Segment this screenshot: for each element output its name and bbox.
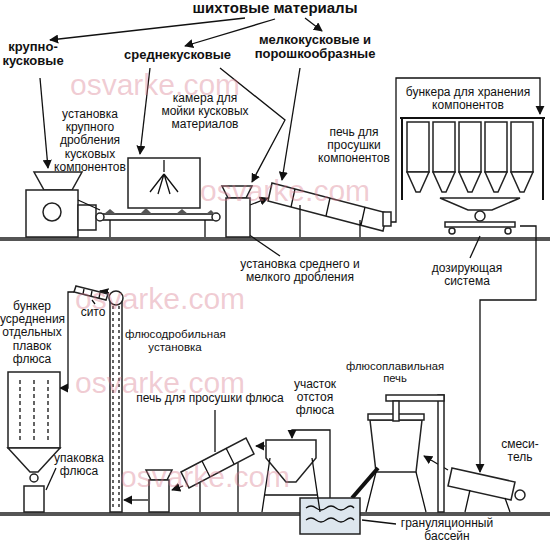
melting-furnace (352, 468, 378, 498)
storage-bunker (433, 172, 455, 192)
leader-line (470, 236, 480, 258)
elevator (113, 306, 119, 508)
material-category: мелкокусковые и порошкообразные (245, 33, 385, 62)
conveyor (206, 210, 215, 214)
dosing-system (449, 228, 455, 234)
flow-arrow (388, 78, 540, 222)
floor (360, 512, 550, 516)
coarse-crusher (43, 203, 61, 221)
material-category: среднекусковые (115, 48, 240, 62)
title: шихтовые материалы (0, 0, 550, 17)
averaging-bunker (24, 486, 44, 512)
floor (0, 237, 550, 516)
melting-furnace (386, 395, 444, 401)
leader-line (214, 410, 215, 452)
melting-furnace (352, 395, 444, 512)
dosing-system (440, 198, 520, 234)
washing-chamber (150, 160, 178, 194)
averaging-bunker (20, 380, 48, 440)
leader-line (46, 468, 56, 490)
coarse-crusher (26, 172, 100, 237)
callout-label: печь для просушки флюса (135, 392, 285, 405)
storage-bunker (400, 118, 545, 200)
conveyor (212, 213, 220, 221)
mixer (448, 468, 515, 500)
callout-label: грануляционный бассейн (392, 517, 502, 543)
storage-bunker (433, 122, 455, 172)
watermark: osvarke.com (120, 460, 290, 493)
flow-arrow (40, 78, 48, 168)
storage-bunker (485, 172, 507, 192)
conveyor (104, 209, 116, 214)
callout-label: флюсоплавильная печь (346, 360, 444, 385)
storage-bunker (407, 122, 429, 172)
coarse-crusher (78, 205, 96, 230)
conveyor (96, 213, 104, 221)
conveyor (98, 214, 218, 237)
washing-chamber (128, 158, 200, 214)
melting-furnace (366, 472, 426, 512)
leader-line (46, 232, 480, 524)
callout-label: смеси- тель (494, 438, 546, 464)
flow-arrow (305, 18, 322, 31)
callout-label: установка крупного дробления кусковых ко… (40, 108, 140, 174)
storage-bunker (485, 122, 507, 172)
granulation-pool (300, 498, 360, 534)
callout-label: камера для мойки кусковых материалов (160, 92, 250, 132)
drying-drum (383, 212, 391, 226)
averaging-bunker (8, 372, 60, 512)
storage-bunker (511, 172, 533, 192)
washing-chamber (176, 209, 188, 214)
callout-label: бункера для хранения компонентов (398, 86, 538, 112)
callout-label: флюсодробильная установка (125, 328, 225, 353)
storage-bunker (459, 172, 481, 192)
averaging-bunker (30, 474, 38, 482)
callout-label: сито (78, 306, 108, 319)
dosing-system (475, 211, 485, 221)
melting-furnace (370, 420, 422, 472)
washing-chamber (128, 158, 200, 208)
coarse-crusher (26, 190, 78, 237)
leader-line (362, 520, 396, 524)
conveyor (96, 209, 220, 237)
callout-label: дозирующая система (408, 262, 526, 288)
storage-bunker (407, 172, 429, 192)
storage-bunker (400, 118, 545, 200)
washing-chamber (140, 208, 152, 214)
watermark: osvarke.com (200, 174, 370, 207)
material-category: крупно- кусковые (0, 40, 66, 69)
granulation-pool (300, 498, 360, 534)
dosing-system (505, 228, 511, 234)
melting-furnace (393, 401, 399, 421)
callout-label: участок отстоя флюса (284, 378, 346, 418)
flow-arrow (60, 292, 74, 388)
callout-label: печь для просушки компонентов (318, 126, 390, 166)
flow-arrow (256, 445, 265, 446)
flow-arrow (124, 499, 148, 500)
floor (0, 237, 550, 241)
melting-furnace (438, 395, 444, 512)
averaging-bunker (8, 372, 60, 448)
mixer (515, 490, 525, 500)
flow-arrow (282, 68, 300, 180)
callout-label: установка среднего и мелкого дробления (225, 258, 375, 284)
coarse-crusher (34, 172, 82, 190)
storage-bunker (511, 122, 533, 172)
dosing-system (445, 222, 515, 227)
mixer (448, 468, 525, 512)
storage-bunker (459, 122, 481, 172)
granulation-pool (306, 506, 354, 522)
averaging-bunker (8, 448, 60, 472)
dosing-system (440, 198, 520, 210)
coarse-crusher (78, 200, 100, 210)
callout-label: бункер усреднения отдельных плавок флюса (0, 300, 64, 366)
callout-label: упаковка флюса (48, 452, 110, 478)
mixer (465, 490, 510, 512)
